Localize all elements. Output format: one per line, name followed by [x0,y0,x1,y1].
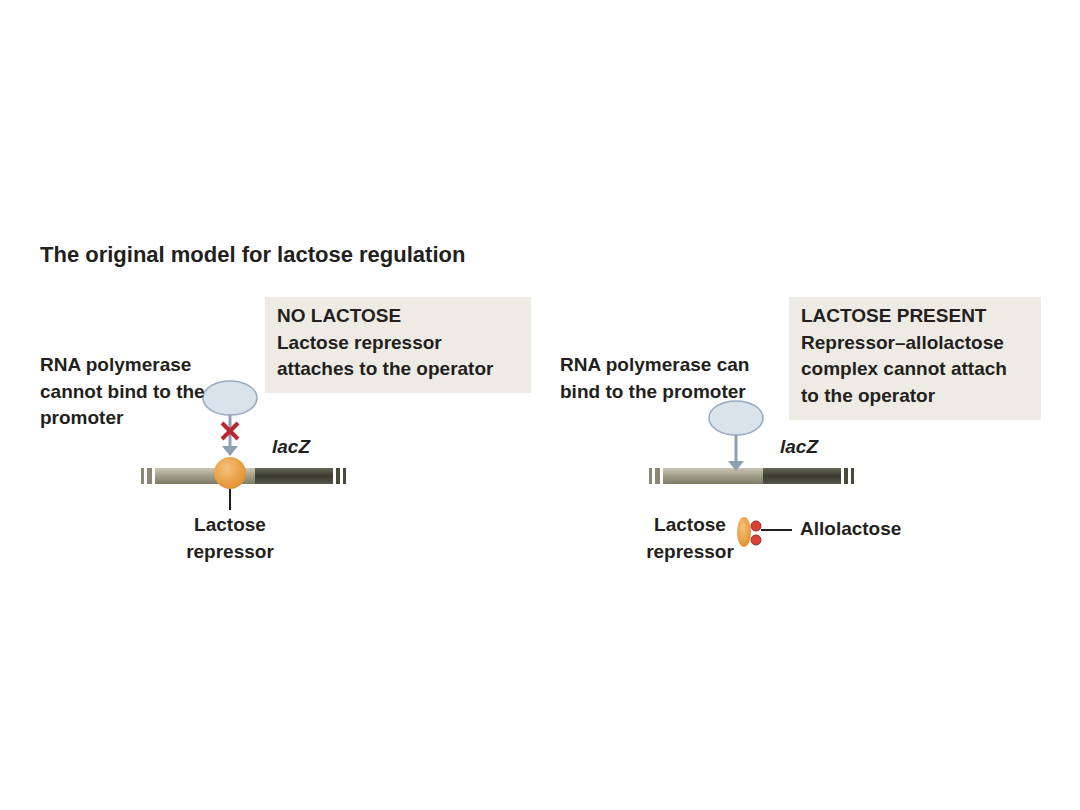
allolactose-label: Allolactose [800,516,901,543]
arrow-head [728,461,744,471]
rna-polymerase [709,401,763,435]
box-body: Repressor–allolactose complex cannot att… [801,330,1029,410]
info-box: NO LACTOSELactose repressor attaches to … [265,297,531,393]
polymerase-label: RNA polymerase can bind to the promoter [560,352,750,405]
box-heading: LACTOSE PRESENT [801,303,1029,330]
info-box: LACTOSE PRESENTRepressor–allolactose com… [789,297,1041,420]
polymerase-label: RNA polymerase cannot bind to the promot… [40,352,230,432]
repressor-label: Lactose repressor [170,512,290,565]
binding-arrow [735,435,738,462]
box-body: Lactose repressor attaches to the operat… [277,330,519,383]
lactose-repressor [214,457,246,489]
gene-label: lacZ [780,434,818,461]
allolactose-molecule [751,535,761,545]
arrow-head [222,446,238,456]
allolactose-molecule [751,521,761,531]
gene-label: lacZ [272,434,310,461]
dna-strand [649,468,854,484]
blocked-mark [222,423,238,439]
repressor-label: Lactose repressor [630,512,750,565]
lactose-repressor [737,517,751,547]
leader-line [229,489,231,510]
rna-polymerase [203,381,257,415]
leader-line [761,529,792,531]
box-heading: NO LACTOSE [277,303,519,330]
diagram-title: The original model for lactose regulatio… [40,240,465,271]
